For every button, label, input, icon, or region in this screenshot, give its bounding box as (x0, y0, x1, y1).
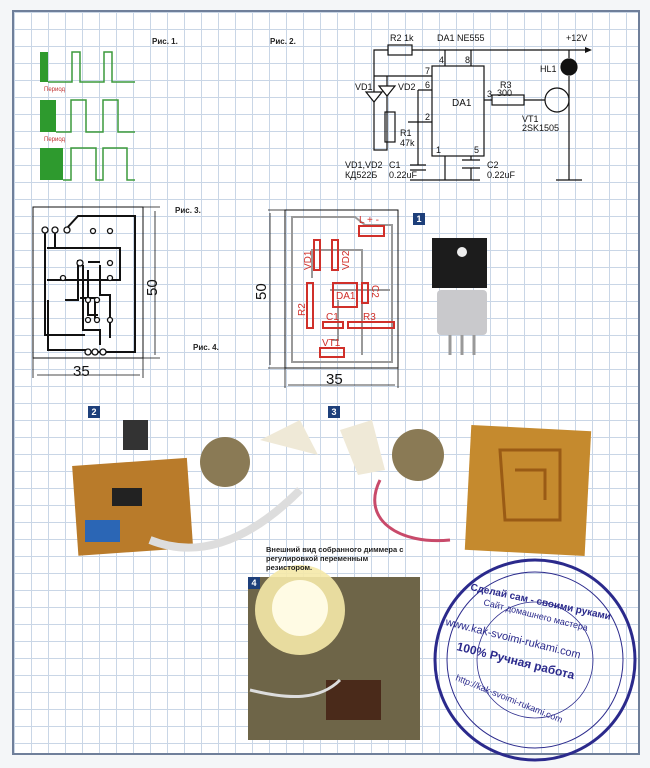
schematic (364, 44, 585, 181)
fig3-pcb (32, 206, 160, 378)
photo-assembled-board-back (340, 420, 592, 557)
pin-7: 7 (425, 66, 430, 76)
fig1-label: Рис. 1. (152, 37, 178, 46)
period-label: Период (44, 87, 66, 93)
photo-badge-4: 4 (248, 577, 260, 589)
pin-6: 6 (425, 80, 430, 90)
c2-label: C2 (487, 160, 499, 170)
pin-2: 2 (425, 112, 430, 122)
r1-value: 47k (400, 138, 415, 148)
photo-caption: Внешний вид собранного диммера с регулир… (266, 545, 404, 572)
pcb-vt1: VT1 (322, 338, 341, 349)
photo-badge-3: 3 (328, 406, 340, 418)
period-label: Период (44, 137, 66, 143)
pcb-r3: R3 (363, 312, 376, 323)
supply-label: +12V (566, 33, 587, 43)
r2-label: R2 1k (390, 33, 414, 43)
photo-assembled-board-front (72, 420, 318, 556)
fig4-pcb (268, 209, 399, 388)
fig2-label: Рис. 2. (270, 37, 296, 46)
r3-label: R3 (500, 80, 512, 90)
grid-sheet (12, 10, 640, 755)
fig4-width: 35 (326, 371, 343, 388)
photo-badge-1: 1 (413, 213, 425, 225)
pcb-da1: DA1 (336, 291, 356, 302)
fig1-waveforms (40, 51, 135, 181)
r3-value: 300 (497, 88, 512, 98)
r1-label: R1 (400, 128, 412, 138)
hl1-label: HL1 (540, 64, 557, 74)
pcb-r2: R2 (297, 303, 308, 316)
fig3-height: 50 (144, 279, 161, 296)
pcb-vd2: VD2 (341, 250, 352, 270)
da1-label: DA1 (452, 98, 472, 109)
fig3-width: 35 (73, 363, 90, 380)
diodes-label: VD1,VD2 (345, 160, 383, 170)
vt1-part: 2SK1505 (522, 123, 559, 133)
stamp (433, 558, 637, 762)
fig4-label: Рис. 4. (193, 343, 219, 352)
photo-lamp-on (248, 565, 420, 740)
pcb-connector: L + - (359, 215, 379, 226)
pin-8: 8 (465, 55, 470, 65)
diodes-part: КД522Б (345, 170, 377, 180)
photo-badge-2: 2 (88, 406, 100, 418)
pin-4: 4 (439, 55, 444, 65)
vt1-label: VT1 (522, 114, 539, 124)
pin-3: 3 (487, 89, 492, 99)
pin-1: 1 (436, 145, 441, 155)
photo-transistor (432, 238, 487, 355)
c2-value: 0.22uF (487, 170, 516, 180)
stamp-bottom: http://kak-svoimi-rukami.com (454, 673, 564, 725)
pin-5: 5 (474, 145, 479, 155)
da1-title: DA1 NE555 (437, 33, 485, 43)
pcb-vd1: VD1 (303, 250, 314, 270)
fig3-label: Рис. 3. (175, 206, 201, 215)
c1-label: C1 (389, 160, 401, 170)
fig4-height: 50 (253, 283, 270, 300)
pcb-c2: C2 (369, 285, 380, 298)
vd1-label: VD1 (355, 82, 373, 92)
vd2-label: VD2 (398, 82, 416, 92)
c1-value: 0.22uF (389, 170, 418, 180)
pcb-c1: C1 (326, 312, 339, 323)
